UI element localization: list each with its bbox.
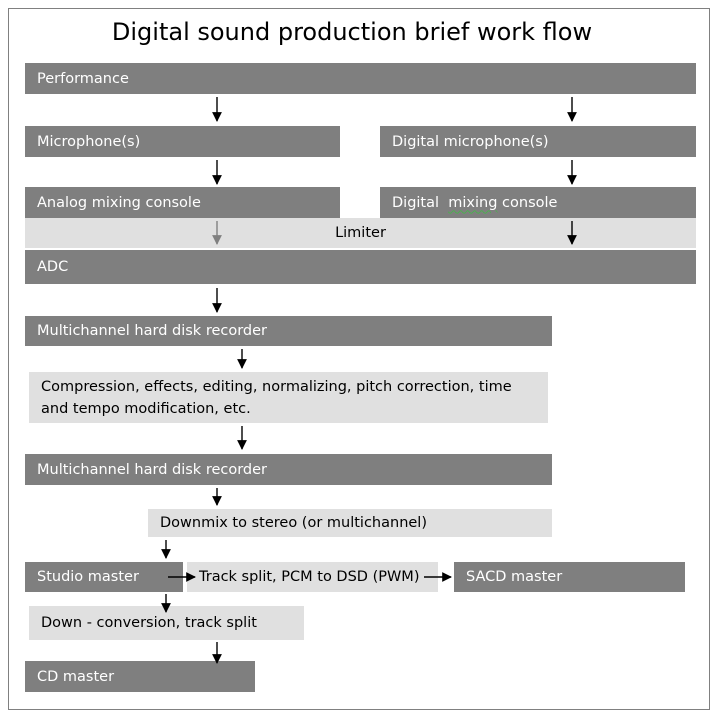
node-multichannel-recorder-2-label: Multichannel hard disk recorder	[37, 461, 268, 478]
node-multichannel-recorder-1: Multichannel hard disk recorder	[25, 316, 552, 346]
node-performance-label: Performance	[37, 70, 129, 87]
node-adc-label: ADC	[37, 259, 69, 275]
node-studio-master: Studio master	[25, 562, 183, 592]
node-multichannel-recorder-1-label: Multichannel hard disk recorder	[37, 323, 268, 339]
node-microphones: Microphone(s)	[25, 126, 340, 157]
node-limiter-label: Limiter	[335, 225, 386, 241]
diagram-frame	[8, 8, 710, 710]
node-digital-mixing-console-word-2: mixing	[448, 194, 498, 211]
node-digital-mixing-console: Digital mixing console	[380, 187, 696, 218]
node-sacd-master-label: SACD master	[466, 569, 563, 585]
node-processing: Compression, effects, editing, normalizi…	[29, 372, 548, 423]
node-downmix-label: Downmix to stereo (or multichannel)	[160, 515, 427, 531]
node-digital-mixing-console-word-3: console	[502, 194, 558, 211]
node-track-split-dsd-label: Track split, PCM to DSD (PWM)	[199, 569, 420, 585]
node-downmix: Downmix to stereo (or multichannel)	[148, 509, 552, 537]
node-limiter: Limiter	[25, 218, 696, 248]
node-cd-master: CD master	[25, 661, 255, 692]
node-digital-microphone: Digital microphone(s)	[380, 126, 696, 157]
node-digital-mixing-console-word-1: Digital	[392, 194, 440, 211]
node-digital-microphone-label: Digital microphone(s)	[392, 133, 549, 150]
node-analog-mixing-console-label: Analog mixing console	[37, 194, 201, 211]
node-performance: Performance	[25, 63, 696, 94]
node-down-conversion-label: Down - conversion, track split	[41, 615, 257, 631]
node-analog-mixing-console: Analog mixing console	[25, 187, 340, 218]
node-cd-master-label: CD master	[37, 668, 115, 685]
node-microphones-label: Microphone(s)	[37, 133, 141, 150]
node-digital-mixing-console-label: Digital mixing console	[392, 195, 557, 211]
node-sacd-master: SACD master	[454, 562, 685, 592]
node-studio-master-label: Studio master	[37, 569, 139, 585]
diagram-title: Digital sound production brief work flow	[111, 18, 593, 46]
node-track-split-dsd: Track split, PCM to DSD (PWM)	[187, 562, 438, 592]
node-multichannel-recorder-2: Multichannel hard disk recorder	[25, 454, 552, 485]
node-down-conversion: Down - conversion, track split	[29, 606, 304, 640]
node-adc: ADC	[25, 250, 696, 284]
node-processing-label: Compression, effects, editing, normalizi…	[41, 378, 512, 417]
